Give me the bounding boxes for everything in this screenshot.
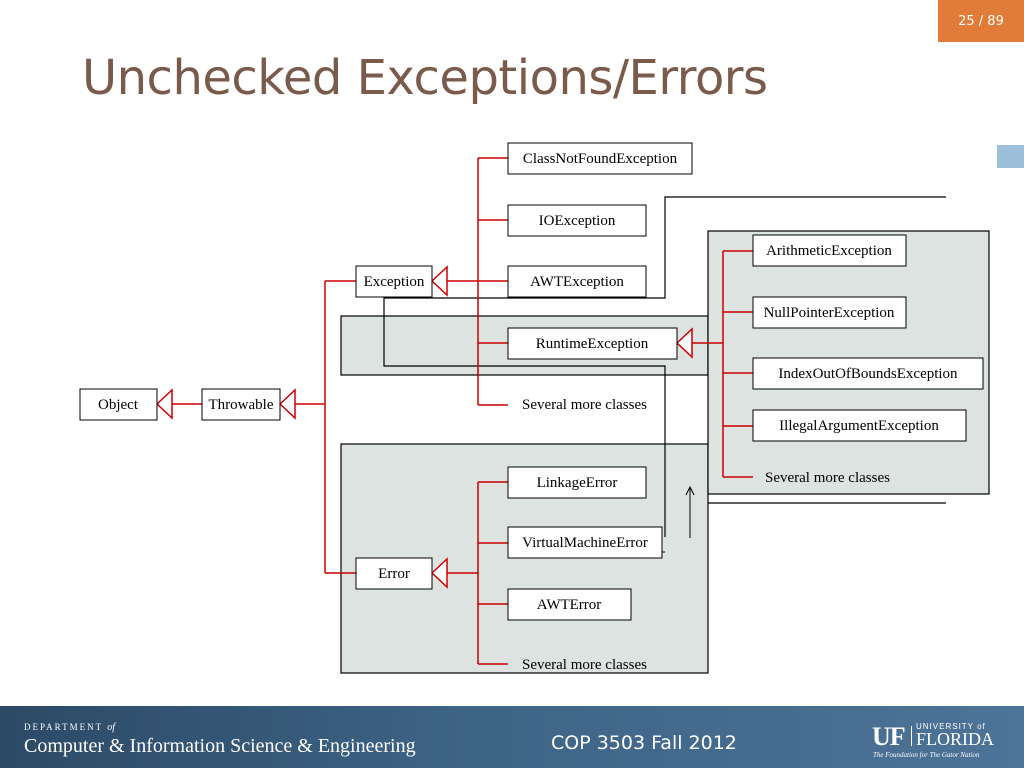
ioexception-label: IOException [539, 213, 616, 229]
logo-uf-text: UF [872, 722, 906, 751]
error-label: Error [378, 566, 410, 582]
unchecked-outline-path [383, 196, 946, 537]
virtualmachineerror-label: VirtualMachineError [522, 535, 648, 551]
exception-box [355, 265, 433, 298]
footer-bar: DEPARTMENT of Computer & Information Sci… [0, 706, 1024, 768]
nullpointerexception-box [752, 296, 907, 329]
virtualmachineerror-box [507, 526, 663, 559]
runtimeexception-box [507, 327, 678, 360]
throwable-label: Throwable [209, 397, 274, 413]
classnotfound-label: ClassNotFoundException [523, 151, 678, 167]
object-label: Object [98, 397, 139, 413]
arithmeticexception-box [752, 234, 907, 267]
throwable-arrowhead [278, 388, 296, 420]
course-label: COP 3503 Fall 2012 [551, 732, 737, 754]
arithmeticexception-label: ArithmeticException [766, 243, 892, 259]
uf-logo: UF UNIVERSITY of FLORIDA The Foundation … [872, 722, 1012, 762]
logo-tagline: The Foundation for The Gator Nation [873, 751, 980, 759]
runtimeexception-label: RuntimeException [536, 336, 649, 352]
error-more-classes-label: Several more classes [522, 657, 647, 673]
exception-arrowhead [430, 265, 448, 297]
logo-divider [911, 726, 912, 746]
linkageerror-label: LinkageError [537, 475, 618, 491]
page-counter: 25 / 89 [938, 0, 1024, 42]
runtime-arrowhead [675, 327, 693, 359]
department-heading: DEPARTMENT of [24, 722, 115, 733]
department-prefix: DEPARTMENT [24, 722, 103, 732]
logo-university-text: UNIVERSITY of [916, 722, 986, 731]
classnotfound-box [507, 142, 693, 175]
exception-more-classes-label: Several more classes [522, 397, 647, 413]
illegalargument-box [752, 409, 967, 442]
department-of: of [107, 722, 116, 733]
illegalargument-label: IllegalArgumentException [779, 418, 939, 434]
ioexception-box [507, 204, 647, 237]
awtexception-label: AWTException [530, 274, 624, 290]
logo-florida-text: FLORIDA [916, 729, 995, 749]
throwable-box [201, 388, 281, 421]
indexoutofbounds-label: IndexOutOfBoundsException [778, 366, 958, 382]
department-name: Computer & Information Science & Enginee… [24, 735, 416, 757]
awtexception-box [507, 265, 647, 298]
up-arrow [685, 485, 695, 538]
inheritance-connectors [172, 157, 753, 665]
indexoutofbounds-box [752, 357, 984, 390]
side-tab-marker [997, 145, 1024, 168]
class-hierarchy-diagram: Object Throwable Exception Error ClassNo… [79, 142, 990, 674]
awterror-box [507, 588, 632, 621]
exception-label: Exception [364, 274, 425, 290]
object-arrowhead [155, 388, 173, 420]
error-box [355, 557, 433, 590]
slide-title: Unchecked Exceptions/Errors [82, 50, 768, 106]
object-box [79, 388, 158, 421]
linkageerror-box [507, 466, 647, 499]
runtime-more-classes-label: Several more classes [765, 470, 890, 486]
nullpointerexception-label: NullPointerException [764, 305, 895, 321]
awterror-label: AWTError [537, 597, 602, 613]
error-arrowhead [430, 557, 448, 589]
